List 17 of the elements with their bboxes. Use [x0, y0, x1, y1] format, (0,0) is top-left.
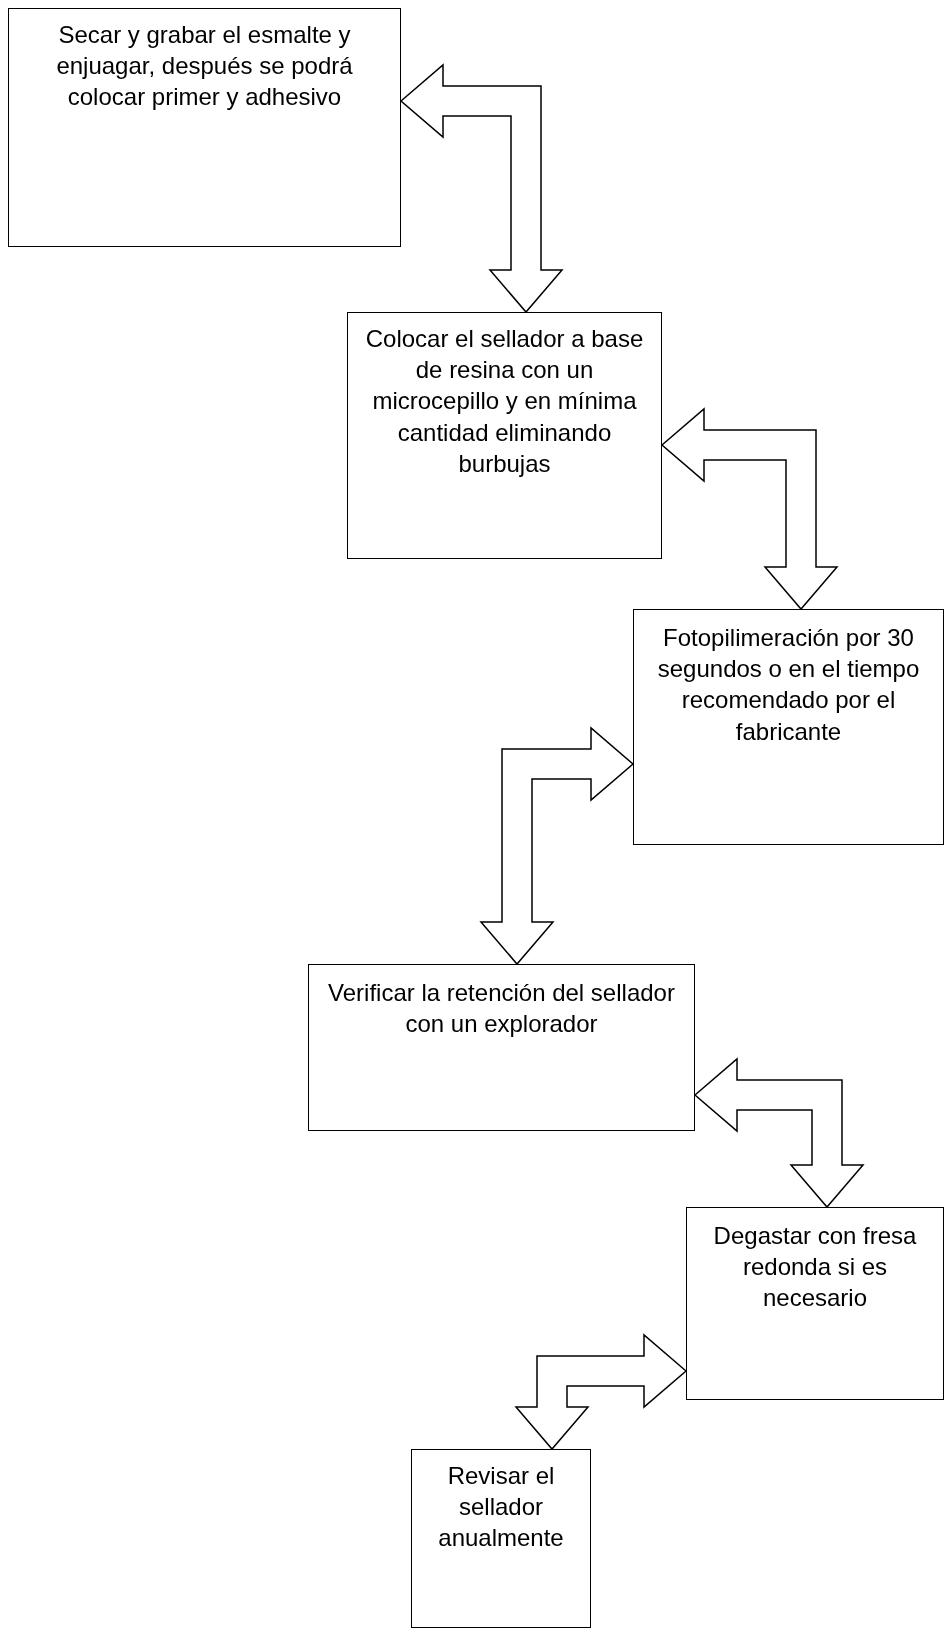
step-text: Revisar el sellador anualmente	[437, 1461, 565, 1554]
step-text: Verificar la retención del sellador con un explorador	[327, 978, 676, 1040]
block-arrow	[693, 1057, 865, 1209]
step-text: Degastar con fresa redonda si es necesario	[712, 1221, 918, 1314]
process-box	[686, 1207, 944, 1400]
process-box	[8, 8, 401, 247]
block-arrow	[660, 407, 839, 611]
process-box	[633, 609, 944, 845]
block-arrow	[479, 726, 635, 966]
process-box	[308, 964, 695, 1131]
block-arrow	[399, 63, 564, 314]
process-box	[411, 1449, 591, 1628]
step-text: Colocar el sellador a base de resina con un microcepillo y en mínima cantidad eliminando burbujas	[364, 324, 645, 479]
step-text: Fotopilimeración por 30 segundos o en el tiempo recomendado por el fabricante	[656, 623, 921, 747]
block-arrow	[514, 1333, 688, 1451]
process-box	[347, 312, 662, 559]
step-text: Secar y grabar el esmalte y enjuagar, después se podrá colocar primer y adhesivo	[55, 20, 354, 113]
